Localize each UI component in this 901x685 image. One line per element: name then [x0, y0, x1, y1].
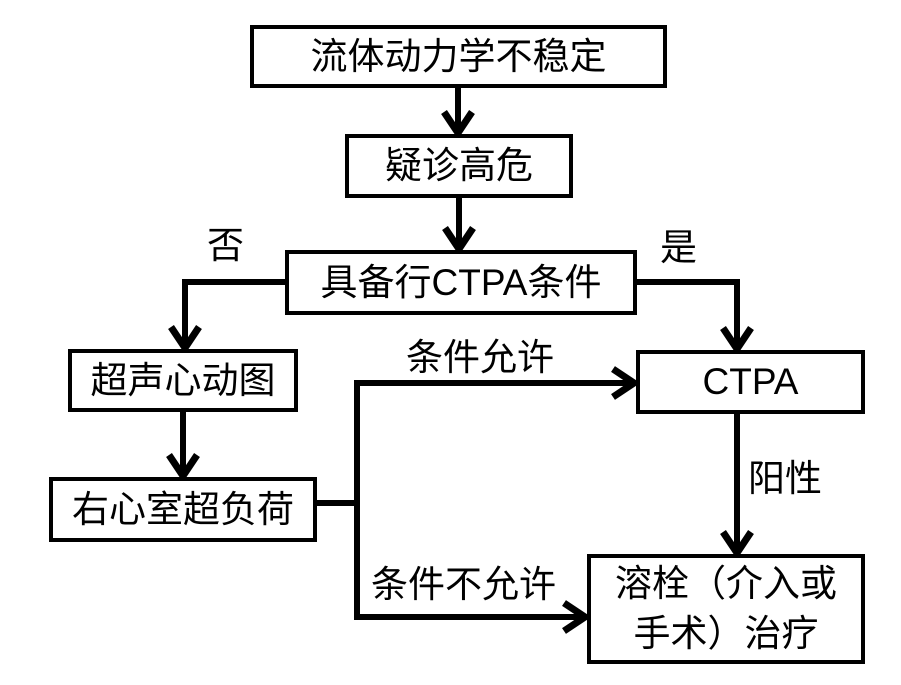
- node-echocardiography-label: 超声心动图: [90, 359, 276, 401]
- edge-ctpa-to-thrombolysis: [720, 414, 754, 560]
- node-thrombolysis-line2: 手术）治疗: [633, 613, 819, 654]
- node-hemodynamic-instability: 流体动力学不稳定: [250, 25, 667, 88]
- node-rv-overload-label: 右心室超负荷: [72, 488, 294, 530]
- node-rv-overload: 右心室超负荷: [49, 477, 317, 542]
- edge-label-conditions-permit: 条件允许: [406, 337, 554, 378]
- edge-rvoverload-to-ctpa: [354, 366, 641, 400]
- node-suspected-high-risk-label: 疑诊高危: [385, 145, 533, 187]
- edge-suspect-to-feasibility: [442, 198, 476, 256]
- edge-label-no: 否: [207, 225, 244, 266]
- edge-label-conditions-not-permit: 条件不允许: [371, 564, 556, 605]
- node-hemodynamic-instability-label: 流体动力学不稳定: [310, 35, 607, 77]
- edge-hemodynamic-to-suspect: [441, 88, 475, 140]
- node-thrombolysis-line1: 溶栓（介入或: [615, 563, 837, 605]
- node-suspected-high-risk: 疑诊高危: [345, 134, 573, 198]
- edge-rvoverload-branch-trunk: [317, 383, 360, 617]
- edge-feasibility-to-ctpa: [635, 279, 754, 356]
- node-thrombolysis: 溶栓（介入或 手术）治疗: [587, 554, 865, 664]
- edge-label-positive: 阳性: [748, 458, 822, 499]
- node-ctpa-feasibility-label: 具备行CTPA条件: [320, 261, 602, 303]
- edge-label-yes: 是: [660, 227, 697, 268]
- node-thrombolysis-label: 溶栓（介入或 手术）治疗: [615, 559, 837, 659]
- node-ctpa-feasibility: 具备行CTPA条件: [285, 250, 637, 315]
- edge-echo-to-rvoverload: [166, 412, 200, 483]
- node-ctpa: CTPA: [636, 350, 865, 414]
- edge-rvoverload-to-thrombolysis: [354, 600, 592, 634]
- edge-feasibility-to-echo: [168, 279, 287, 355]
- node-echocardiography: 超声心动图: [68, 349, 298, 412]
- node-ctpa-label: CTPA: [702, 361, 799, 403]
